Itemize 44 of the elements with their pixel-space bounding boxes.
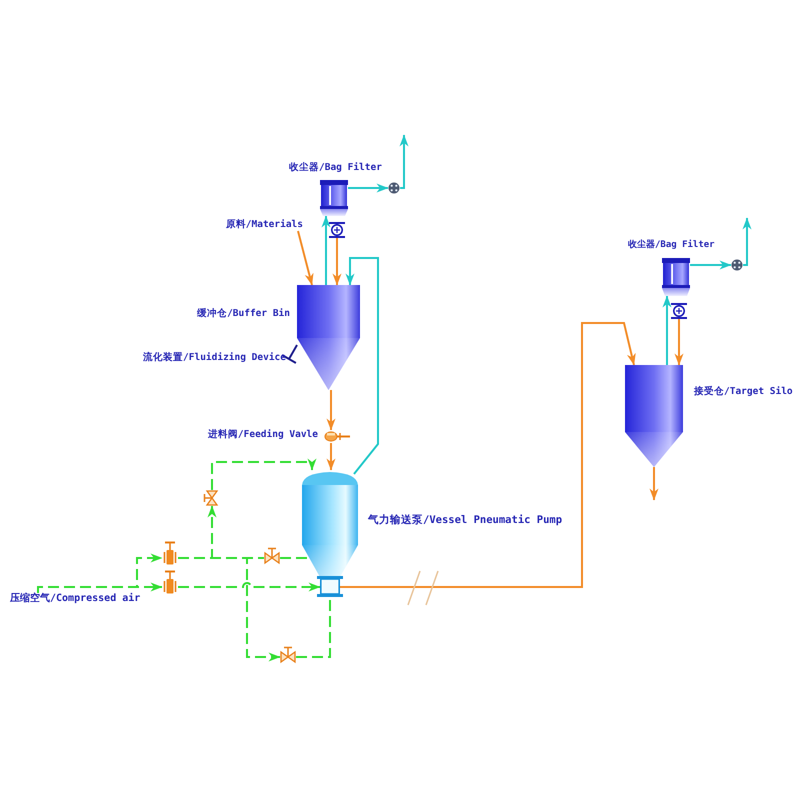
pressure-vessel [302, 470, 358, 597]
equipment-label: 收尘器/Bag Filter [628, 240, 715, 250]
flow-arrow [674, 319, 684, 366]
equipment-label: 气力输送泵/Vessel Pneumatic Pump [368, 514, 562, 526]
equipment-label: 进料阀/Feeding Vavle [208, 430, 318, 441]
silo [625, 365, 683, 467]
pipe-line [296, 597, 331, 658]
rotary-valve-icon [329, 222, 345, 238]
equipment-label: 收尘器/Bag Filter [289, 163, 382, 174]
equipment-label: 接受仓/Target Silo [694, 387, 793, 398]
flow-arrow [332, 238, 342, 286]
flow-arrow [650, 467, 658, 500]
gate-valve-icon [280, 645, 296, 665]
flow-arrow [400, 134, 408, 189]
leader-line [281, 344, 298, 364]
regulator-valve-icon [162, 541, 178, 565]
flow-arrow [178, 557, 280, 662]
flow-arrow [297, 230, 314, 286]
fan-icon [388, 182, 400, 194]
bag-filter [662, 258, 690, 296]
flow-arrow [326, 443, 336, 470]
valve-icon [324, 430, 350, 443]
bag-filter [320, 180, 348, 216]
flow-arrow [326, 390, 336, 430]
silo [297, 285, 360, 390]
flow-arrow [348, 184, 388, 192]
flow-arrow [346, 257, 379, 475]
flow-arrow [742, 218, 752, 266]
equipment-label: 缓冲仓/Buffer Bin [197, 309, 290, 320]
flow-arrow [178, 582, 320, 592]
callout-label: 流化装置/Fluidizing Device [143, 353, 286, 364]
flow-arrow [322, 216, 330, 285]
pipe-line [280, 557, 309, 559]
rotary-valve-icon [671, 303, 687, 319]
gate-valve-icon [264, 546, 280, 566]
flow-arrow [340, 322, 636, 588]
regulator-valve-icon [162, 570, 178, 594]
flow-arrow [37, 582, 162, 593]
inlet-label: 压缩空气/Compressed air [10, 593, 140, 604]
flow-arrow [690, 260, 732, 270]
flow-arrow [662, 296, 672, 365]
inlet-label: 原料/Materials [226, 220, 303, 231]
fan-icon [731, 259, 743, 271]
flow-arrow [211, 458, 316, 490]
